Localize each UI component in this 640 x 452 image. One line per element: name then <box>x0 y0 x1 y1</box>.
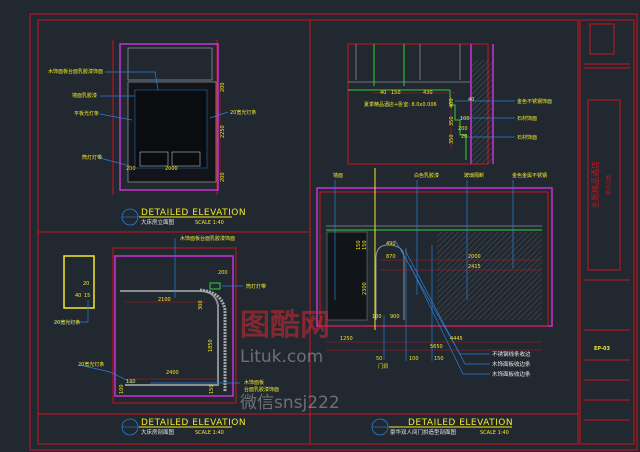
callout: 石材饰面 <box>517 134 537 141</box>
callout: 金色不锈钢饰面 <box>517 98 552 105</box>
drawing-scale: SCALE 1:40 <box>195 430 224 436</box>
watermark-site: Lituk.com <box>240 347 323 367</box>
dimension: 100 <box>372 314 382 320</box>
callout: 台面乳胶漆饰面 <box>244 386 279 393</box>
callout: 不锈钢线条收边 <box>492 350 531 358</box>
dimension: 2000 <box>165 166 178 172</box>
elevation-drawing-1: 木饰面板台面乳胶漆饰面 墙面乳胶漆 平板光灯条 筒灯灯带 20宽光灯条 200 … <box>48 40 256 195</box>
elevation-drawing-3: 墙面 白色乳胶漆 玻璃隔断 金色金属不锈钢 不锈钢线条收边 木饰面板收边条 木饰… <box>316 168 553 378</box>
dimension: 20 <box>461 134 467 140</box>
dimension: 900 <box>390 314 400 320</box>
dimension: 150 <box>209 384 215 394</box>
sheet-frame <box>29 13 638 451</box>
watermark: 图酷网 Lituk.com 微信snsj222 <box>240 308 340 413</box>
drawing-title: DETAILED ELEVATION <box>141 418 246 428</box>
drawing-title: DETAILED ELEVATION <box>408 418 513 428</box>
callout: 20宽光灯条 <box>78 361 104 368</box>
section-drawing-2: 木饰面板台面乳胶漆饰面 筒灯灯带 20宽光灯条 20宽光灯条 木饰面板 台面乳胶… <box>54 235 279 404</box>
callout: 木饰面板收边条 <box>492 360 531 368</box>
callout: 20宽光灯条 <box>230 109 256 116</box>
title-block-project: 主题精品酒店 <box>590 161 600 209</box>
dimension: 350 <box>449 134 455 144</box>
dimension: 1250 <box>340 336 353 342</box>
dimension: 2100 <box>158 297 171 303</box>
dimension: 200 <box>126 166 136 172</box>
drawing-subtitle: 大床房剖面图 <box>141 428 175 436</box>
dimension: 2400 <box>166 370 179 376</box>
dimension: 40 <box>380 90 386 96</box>
dimension: 40 <box>75 293 81 299</box>
drawing-scale: SCALE 1:40 <box>480 430 509 436</box>
drawing-title-3: DETAILED ELEVATION 豪华双人间门拱造型剖面图 SCALE 1:… <box>371 418 513 436</box>
dimension: 130 <box>126 379 136 385</box>
dimension: 200 <box>220 82 226 92</box>
dimension: 40 <box>468 97 474 103</box>
drawing-title-2: DETAILED ELEVATION 大床房剖面图 SCALE 1:40 <box>121 418 246 436</box>
callout: 石材饰面 <box>517 115 537 122</box>
callout: 木饰面板台面乳胶漆饰面 <box>180 235 235 242</box>
callout: 木饰面板收边条 <box>492 370 531 378</box>
dimension: 2300 <box>362 282 368 295</box>
title-block: 主题精品酒店 室内立面 EP-03 <box>579 19 635 445</box>
dimension: 2250 <box>220 125 226 138</box>
dimension: 1850 <box>208 339 214 352</box>
callout: 筒灯灯带 <box>82 154 102 161</box>
dimension: 100 <box>409 356 419 362</box>
section-detail-drawing: 夏季精品酒店+卧室: 8.0x0.006 金色不锈钢饰面 石材饰面 石材饰面 4… <box>347 43 552 165</box>
dimension: 15 <box>84 293 90 299</box>
callout: 墙面乳胶漆 <box>72 92 97 99</box>
dimension: 100 <box>460 116 470 122</box>
callout: 木饰面板 <box>244 379 264 386</box>
dimension: 150 <box>434 356 444 362</box>
dimension: 20 <box>83 281 89 287</box>
dimension: 490 <box>386 241 396 247</box>
watermark-contact: 微信snsj222 <box>240 393 340 413</box>
title-block-code: EP-03 <box>594 346 611 352</box>
dimension: 350 <box>449 116 455 126</box>
callout: 金色金属不锈钢 <box>512 172 547 179</box>
section-note: 夏季精品酒店+卧室: 8.0x0.006 <box>364 101 437 108</box>
dimension: 870 <box>386 254 396 260</box>
dimension: 150 <box>391 90 401 96</box>
callout: 门洞 <box>378 363 388 370</box>
drawing-subtitle: 大床房立面图 <box>141 218 175 226</box>
callout: 平板光灯条 <box>74 110 99 117</box>
callout: 筒灯灯带 <box>246 283 266 290</box>
callout: 木饰面板台面乳胶漆饰面 <box>48 68 103 75</box>
dimension: 400 <box>449 98 455 108</box>
callout: 墙面 <box>333 172 343 179</box>
dimension: 2000 <box>468 254 481 260</box>
dimension: 300 <box>198 300 204 310</box>
dimension: 5650 <box>430 344 443 350</box>
watermark-brand: 图酷网 <box>240 308 330 343</box>
dimension: 150 <box>362 240 368 250</box>
dimension: 430 <box>423 90 433 96</box>
title-block-sheet-label: 室内立面 <box>605 175 612 195</box>
dimension: 200 <box>220 172 226 182</box>
dimension: 50 <box>376 356 382 362</box>
dimension: 4445 <box>450 336 463 342</box>
dimension: 100 <box>119 384 125 394</box>
callout: 白色乳胶漆 <box>414 172 439 179</box>
drawing-scale: SCALE 1:40 <box>195 220 224 226</box>
drawing-title-1: DETAILED ELEVATION 大床房立面图 SCALE 1:40 <box>121 208 246 226</box>
dimension: 200 <box>218 270 228 276</box>
dimension: 150 <box>356 240 362 250</box>
drawing-subtitle: 豪华双人间门拱造型剖面图 <box>390 428 457 436</box>
callout: 20宽光灯条 <box>54 319 80 326</box>
dimension: 200 <box>458 126 468 132</box>
callout: 玻璃隔断 <box>464 172 484 179</box>
dimension: 2415 <box>468 264 481 270</box>
drawing-title: DETAILED ELEVATION <box>141 208 246 218</box>
